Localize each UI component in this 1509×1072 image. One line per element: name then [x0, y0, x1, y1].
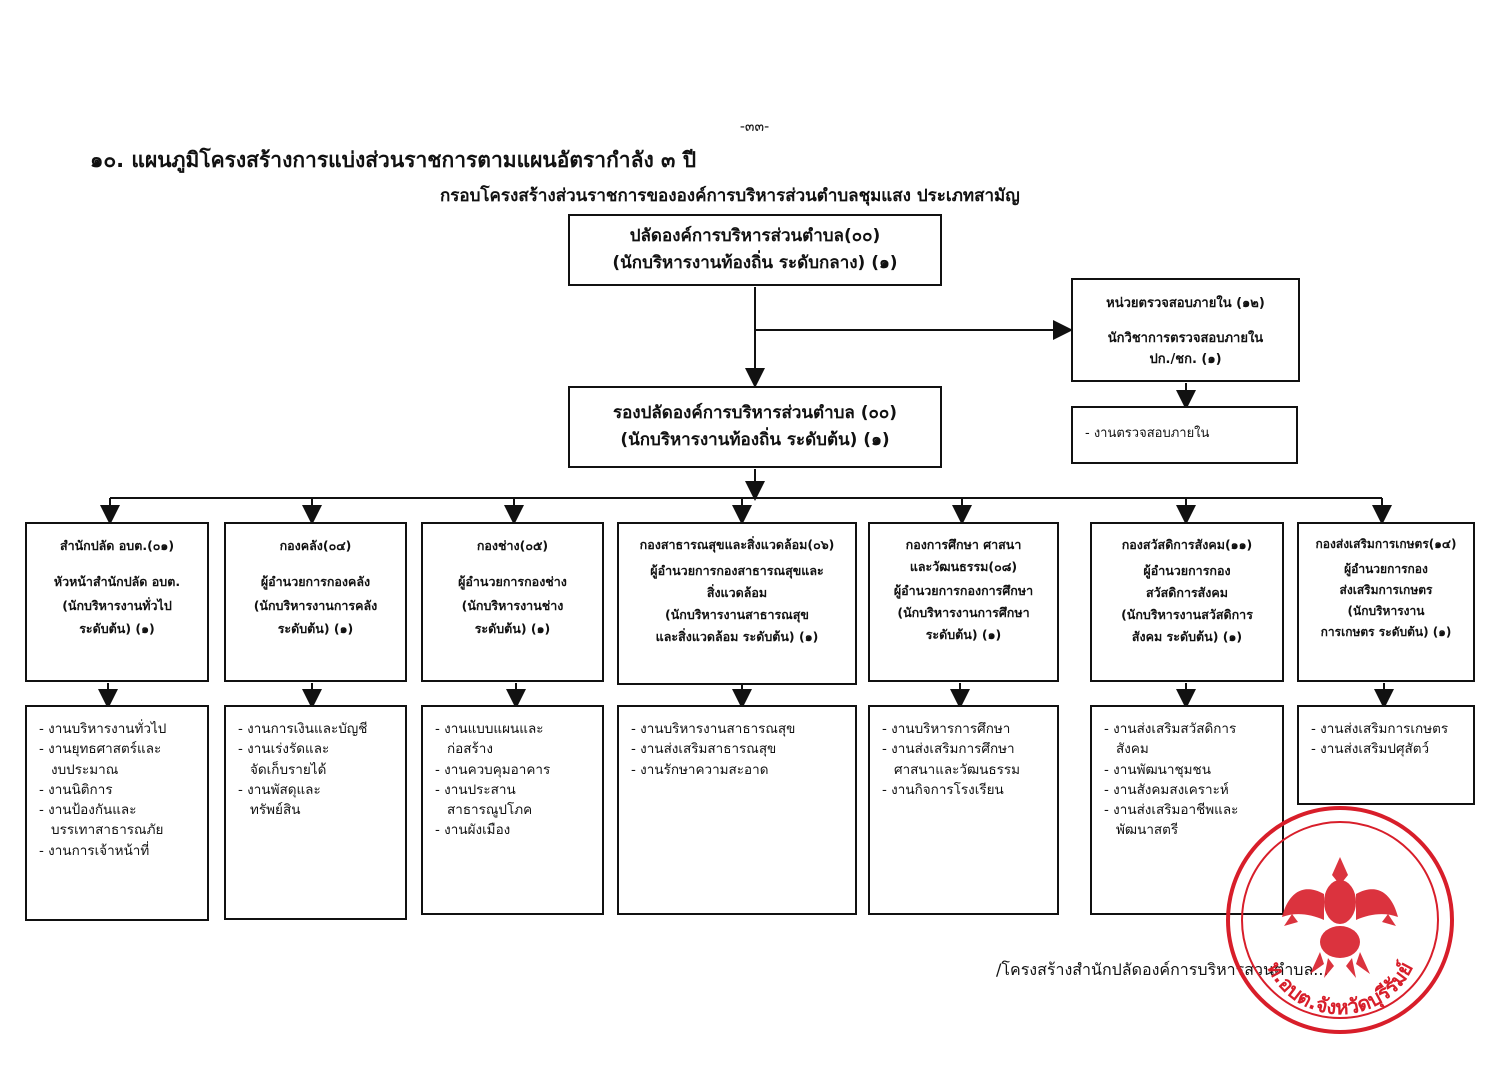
task-item: - งานการเจ้าหน้าที่ [39, 842, 150, 859]
department-position-line: (นักบริหารงานการศึกษา [897, 604, 1030, 620]
task-item: ทรัพย์สิน [250, 802, 301, 818]
task-item: - งานบริหารงานทั่วไป [39, 721, 167, 737]
department-name: กองคลัง(๐๔) [279, 538, 352, 553]
task-item: - งานพัสดุและ [238, 781, 321, 798]
department-name: สำนักปลัด อบต.(๐๑) [59, 538, 175, 553]
task-item: ก่อสร้าง [447, 741, 493, 758]
task-item: - งานป้องกันและ [39, 802, 137, 818]
department-position-line: (นักบริหารงานสาธารณสุข [665, 606, 809, 622]
task-item: - งานประสาน [435, 781, 516, 798]
audit-line-3: ปก./ชก. (๑) [1149, 351, 1222, 367]
task-item: - งานส่งเสริมสวัสดิการ [1104, 721, 1237, 737]
task-item: - งานส่งเสริมอาชีพและ [1104, 802, 1239, 818]
internal-audit-task-box: - งานตรวจสอบภายใน [1071, 406, 1298, 464]
department-position-line: สิ่งแวดล้อม [706, 584, 768, 600]
task-item: - งานส่งเสริมการเกษตร [1311, 721, 1449, 737]
audit-line-2: นักวิชาการตรวจสอบภายใน [1107, 330, 1264, 346]
department-position-line: (นักบริหารงานการคลัง [253, 597, 378, 613]
department-position-line: (นักบริหารงาน [1347, 604, 1425, 618]
department-position-line: สังคม ระดับต้น) (๑) [1131, 628, 1243, 644]
department-position-line: (นักบริหารงานสวัสดิการ [1121, 606, 1253, 622]
department-position-line: ระดับต้น) (๑) [277, 621, 354, 637]
department-position-line: ผู้อำนวยการกอง [1344, 562, 1428, 576]
task-item: - งานยุทธศาสตร์และ [39, 741, 162, 758]
task-item: - งานส่งเสริมการศึกษา [882, 741, 1015, 758]
chief-line-1: ปลัดองค์การบริหารส่วนตำบล(๐๐) [629, 225, 881, 246]
department-name: กองส่งเสริมการเกษตร(๑๔) [1315, 537, 1457, 551]
tasks-box-engineering: - งานแบบแผนและ ก่อสร้าง - งานควบคุมอาคาร… [421, 705, 604, 915]
department-position-line: ผู้อำนวยการกองคลัง [260, 573, 371, 589]
task-item: - งานสังคมสงเคราะห์ [1104, 781, 1229, 798]
department-position-line: (นักบริหารงานช่าง [461, 597, 564, 613]
task-item: - งานนิติการ [39, 781, 113, 798]
internal-audit-box: หน่วยตรวจสอบภายใน (๑๒) นักวิชาการตรวจสอบ… [1071, 278, 1300, 382]
task-item: สาธารณูปโภค [447, 802, 533, 818]
task-item: - งานเร่งรัดและ [238, 741, 330, 758]
chief-line-2: (นักบริหารงานท้องถิ่น ระดับกลาง) (๑) [612, 253, 898, 273]
department-name: กองการศึกษา ศาสนา และวัฒนธรรม(๐๘) [905, 537, 1022, 574]
task-item: - งานส่งเสริมสาธารณสุข [631, 741, 777, 758]
task-item: พัฒนาสตรี [1116, 822, 1179, 839]
chief-administrator-box: ปลัดองค์การบริหารส่วนตำบล(๐๐) (นักบริหาร… [568, 214, 942, 286]
task-item: - งานผังเมือง [435, 822, 511, 839]
task-item: บรรเทาสาธารณภัย [51, 822, 164, 839]
tasks-box-public-health: - งานบริหารงานสาธารณสุข - งานส่งเสริมสาธ… [617, 705, 857, 915]
document-title: ๑๐. แผนภูมิโครงสร้างการแบ่งส่วนราชการตาม… [90, 148, 697, 172]
task-item: งบประมาณ [51, 761, 119, 778]
department-position-line: ระดับต้น) (๑) [925, 626, 1002, 642]
department-name: กองสาธารณสุขและสิ่งแวดล้อม(๐๖) [639, 537, 835, 552]
department-position-line: ผู้อำนวยการกองสาธารณสุขและ [650, 562, 824, 578]
task-item: - งานกิจการโรงเรียน [882, 781, 1004, 798]
department-box-office: สำนักปลัด อบต.(๐๑) หัวหน้าสำนักปลัด อบต.… [25, 522, 209, 682]
department-position-line: หัวหน้าสำนักปลัด อบต. [53, 573, 181, 589]
deputy-administrator-box: รองปลัดองค์การบริหารส่วนตำบล (๐๐) (นักบร… [568, 386, 942, 468]
task-item: - งานควบคุมอาคาร [435, 761, 551, 778]
task-item: - งานบริหารงานสาธารณสุข [631, 721, 796, 737]
svg-text:ท.อบต.จังหวัดบุรีรัมย์: ท.อบต.จังหวัดบุรีรัมย์ [1262, 958, 1417, 1020]
task-item: - งานบริหารการศึกษา [882, 721, 1011, 737]
department-position-line: ผู้อำนวยการกอง [1143, 562, 1231, 578]
task-item: - งานส่งเสริมปศุสัตว์ [1311, 741, 1430, 758]
department-box-education: กองการศึกษา ศาสนา และวัฒนธรรม(๐๘) ผู้อำน… [868, 522, 1059, 682]
seal-text: ท.อบต.จังหวัดบุรีรัมย์ [1262, 958, 1417, 1020]
tasks-box-social-welfare: - งานส่งเสริมสวัสดิการ สังคม - งานพัฒนาช… [1090, 705, 1284, 915]
department-box-social-welfare: กองสวัสดิการสังคม(๑๑) ผู้อำนวยการกอง สวั… [1090, 522, 1284, 682]
task-item: จัดเก็บรายได้ [250, 761, 327, 778]
task-item: ศาสนาและวัฒนธรรม [894, 761, 1021, 778]
task-item: สังคม [1116, 741, 1149, 758]
department-box-finance: กองคลัง(๐๔) ผู้อำนวยการกองคลัง (นักบริหา… [224, 522, 407, 682]
department-position-line: ระดับต้น) (๑) [474, 621, 551, 637]
official-seal-stamp: ท.อบต.จังหวัดบุรีรัมย์ [1226, 806, 1454, 1034]
department-box-public-health: กองสาธารณสุขและสิ่งแวดล้อม(๐๖) ผู้อำนวยก… [617, 522, 857, 685]
tasks-box-education: - งานบริหารการศึกษา - งานส่งเสริมการศึกษ… [868, 705, 1059, 915]
tasks-box-finance: - งานการเงินและบัญชี - งานเร่งรัดและ จัด… [224, 705, 407, 920]
department-position-line: ส่งเสริมการเกษตร [1339, 583, 1433, 597]
deputy-line-2: (นักบริหารงานท้องถิ่น ระดับต้น) (๑) [620, 430, 890, 450]
task-item: - งานพัฒนาชุมชน [1104, 761, 1211, 778]
department-name: กองช่าง(๐๕) [476, 538, 549, 553]
page-number: -๓๓- [739, 119, 770, 135]
department-position-line: (นักบริหารงานทั่วไป [62, 597, 172, 613]
department-box-agriculture: กองส่งเสริมการเกษตร(๑๔) ผู้อำนวยการกอง ส… [1297, 522, 1475, 682]
continuation-note: /โครงสร้างสำนักปลัดองค์การบริหารส่วนตำบล… [996, 960, 1329, 979]
department-position-line: สวัสดิการสังคม [1145, 584, 1229, 600]
department-box-engineering: กองช่าง(๐๕) ผู้อำนวยการกองช่าง (นักบริหา… [421, 522, 604, 682]
task-item: - งานการเงินและบัญชี [238, 721, 368, 737]
deputy-line-1: รองปลัดองค์การบริหารส่วนตำบล (๐๐) [612, 402, 898, 423]
department-position-line: ระดับต้น) (๑) [79, 621, 155, 637]
task-item: - งานรักษาความสะอาด [631, 761, 769, 778]
task-item: - งานแบบแผนและ [435, 721, 544, 737]
tasks-box-agriculture: - งานส่งเสริมการเกษตร - งานส่งเสริมปศุสั… [1297, 705, 1475, 805]
department-name: กองสวัสดิการสังคม(๑๑) [1121, 537, 1253, 552]
department-position-line: การเกษตร ระดับต้น) (๑) [1320, 625, 1452, 639]
department-position-line: และสิ่งแวดล้อม ระดับต้น) (๑) [655, 628, 819, 644]
audit-task: - งานตรวจสอบภายใน [1085, 426, 1210, 441]
audit-line-1: หน่วยตรวจสอบภายใน (๑๒) [1106, 296, 1265, 311]
document-subtitle: กรอบโครงสร้างส่วนราชการขององค์การบริหารส… [440, 186, 1020, 206]
department-position-line: ผู้อำนวยการกองช่าง [458, 573, 567, 589]
tasks-box-office: - งานบริหารงานทั่วไป - งานยุทธศาสตร์และ … [25, 705, 209, 921]
department-position-line: ผู้อำนวยการกองการศึกษา [893, 582, 1034, 598]
